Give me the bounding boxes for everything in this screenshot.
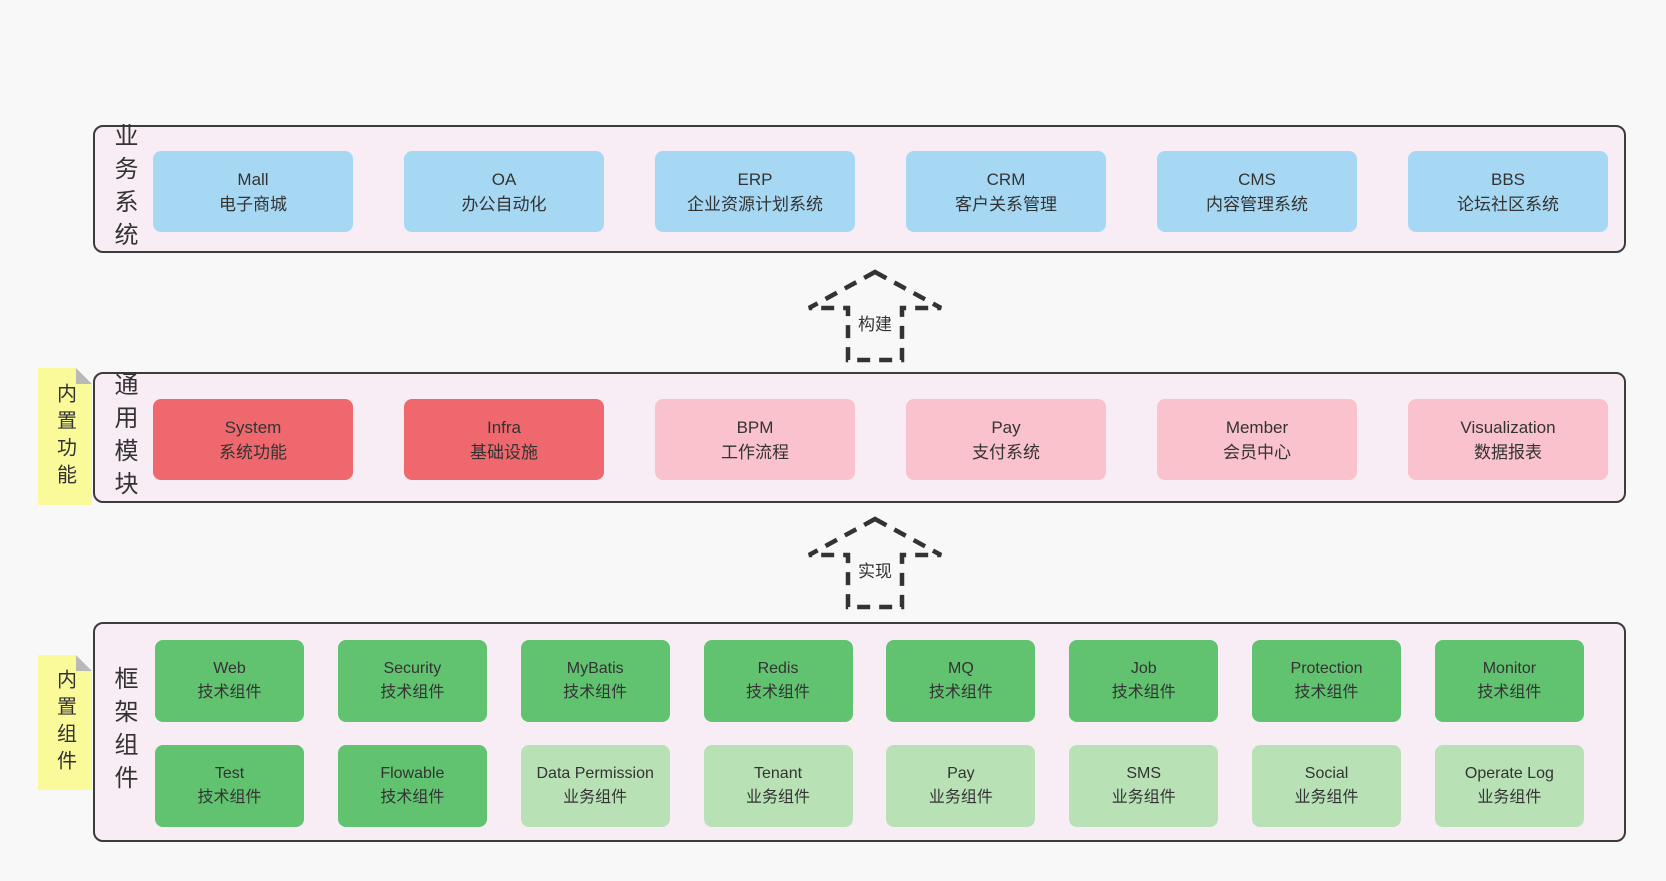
- box-pay: Pay 支付系统: [906, 399, 1106, 480]
- arrow-implement: 实现: [805, 513, 945, 613]
- box-protection: Protection 技术组件: [1252, 640, 1402, 722]
- arrow-build: 构建: [805, 266, 945, 366]
- sticky-note-builtin-features: 内置功能: [38, 368, 92, 505]
- band-common-modules: 通用模块 System 系统功能 Infra 基础设施 BPM 工作流程 Pay…: [93, 371, 1626, 504]
- box-visualization: Visualization 数据报表: [1408, 399, 1608, 480]
- box-pay-biz: Pay 业务组件: [886, 745, 1036, 827]
- box-operate-log: Operate Log 业务组件: [1434, 745, 1584, 827]
- framework-components-row-2: Test 技术组件 Flowable 技术组件 Data Permission …: [95, 745, 1624, 827]
- box-social: Social 业务组件: [1252, 745, 1402, 827]
- box-security: Security 技术组件: [337, 640, 487, 722]
- box-system: System 系统功能: [153, 399, 353, 480]
- box-redis: Redis 技术组件: [703, 640, 853, 722]
- folded-corner-icon: [76, 655, 92, 671]
- framework-components-row-1: Web 技术组件 Security 技术组件 MyBatis 技术组件 Redi…: [95, 640, 1624, 722]
- box-job: Job 技术组件: [1069, 640, 1219, 722]
- box-bbs: BBS 论坛社区系统: [1408, 151, 1608, 232]
- box-erp: ERP 企业资源计划系统: [655, 151, 855, 232]
- box-mq: MQ 技术组件: [886, 640, 1036, 722]
- sticky-note-text: 内置组件: [53, 668, 76, 777]
- box-mybatis: MyBatis 技术组件: [520, 640, 670, 722]
- box-oa: OA 办公自动化: [404, 151, 604, 232]
- box-flowable: Flowable 技术组件: [337, 745, 487, 827]
- arrow-label: 构建: [858, 315, 892, 334]
- common-modules-row: System 系统功能 Infra 基础设施 BPM 工作流程 Pay 支付系统…: [95, 399, 1624, 480]
- box-test: Test 技术组件: [155, 745, 304, 827]
- box-mall: Mall 电子商城: [153, 151, 353, 232]
- box-tenant: Tenant 业务组件: [703, 745, 853, 827]
- band-label: 业务系统: [110, 123, 137, 255]
- arrow-label: 实现: [858, 562, 892, 581]
- box-data-permission: Data Permission 业务组件: [520, 745, 670, 827]
- box-crm: CRM 客户关系管理: [906, 151, 1106, 232]
- box-sms: SMS 业务组件: [1069, 745, 1219, 827]
- folded-corner-icon: [76, 368, 92, 384]
- business-systems-row: Mall 电子商城 OA 办公自动化 ERP 企业资源计划系统 CRM 客户关系…: [95, 151, 1624, 232]
- box-infra: Infra 基础设施: [404, 399, 604, 480]
- band-label: 框架组件: [110, 666, 137, 798]
- box-cms: CMS 内容管理系统: [1157, 151, 1357, 232]
- box-bpm: BPM 工作流程: [655, 399, 855, 480]
- box-web: Web 技术组件: [155, 640, 304, 722]
- box-member: Member 会员中心: [1157, 399, 1357, 480]
- sticky-note-text: 内置功能: [53, 382, 76, 491]
- band-label: 通用模块: [110, 371, 137, 504]
- band-business-systems: 业务系统 Mall 电子商城 OA 办公自动化 ERP 企业资源计划系统 CRM…: [93, 123, 1626, 255]
- band-framework-components: 框架组件 Web 技术组件 Security 技术组件 MyBatis 技术组件…: [93, 622, 1626, 842]
- sticky-note-builtin-components: 内置组件: [38, 655, 92, 790]
- box-monitor: Monitor 技术组件: [1434, 640, 1584, 722]
